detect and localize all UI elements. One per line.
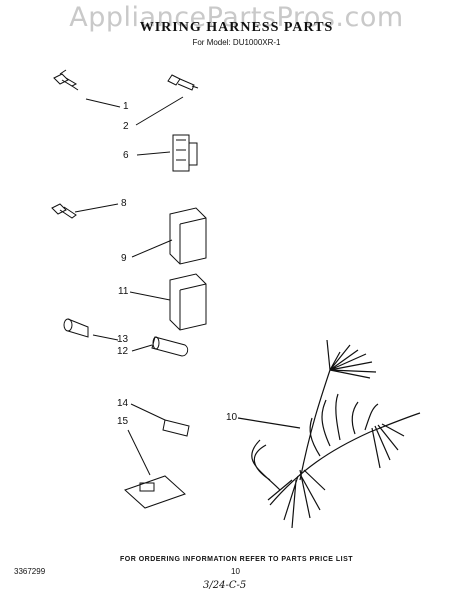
- terminal-part-1: [53, 69, 79, 91]
- handwritten-note: 3/24-C-5: [203, 580, 247, 591]
- sleeve-part-12: [131, 336, 189, 357]
- watermark: AppliancePartsPros.com: [69, 2, 404, 33]
- terminal-part-2: [167, 74, 199, 91]
- callout-10: 10: [226, 412, 238, 423]
- doc-number: 3367299: [14, 567, 46, 576]
- callout-15: 15: [117, 416, 129, 427]
- callout-14: 14: [117, 398, 129, 409]
- connector-part-6: [136, 134, 198, 172]
- terminal-part-8: [51, 203, 119, 219]
- callout-9: 9: [121, 253, 127, 264]
- callout-6: 6: [123, 150, 129, 161]
- callout-1: 1: [123, 101, 129, 112]
- housing-part-11: [129, 273, 207, 331]
- insulator-part-14: [130, 403, 190, 437]
- callout-13: 13: [117, 334, 129, 345]
- model-line: For Model: DU1000XR-1: [192, 38, 281, 47]
- housing-part-9: [131, 207, 207, 265]
- callout-11: 11: [118, 286, 129, 297]
- callout-2: 2: [123, 121, 129, 132]
- callout-8: 8: [121, 198, 127, 209]
- callout-12: 12: [117, 346, 129, 357]
- page-number: 10: [231, 567, 240, 576]
- page-title: WIRING HARNESS PARTS: [139, 20, 334, 35]
- clip-part-15: [124, 429, 186, 509]
- crimp-part-13: [63, 318, 119, 341]
- wiring-harness-part-10: [237, 339, 421, 529]
- ordering-note: FOR ORDERING INFORMATION REFER TO PARTS …: [119, 556, 354, 563]
